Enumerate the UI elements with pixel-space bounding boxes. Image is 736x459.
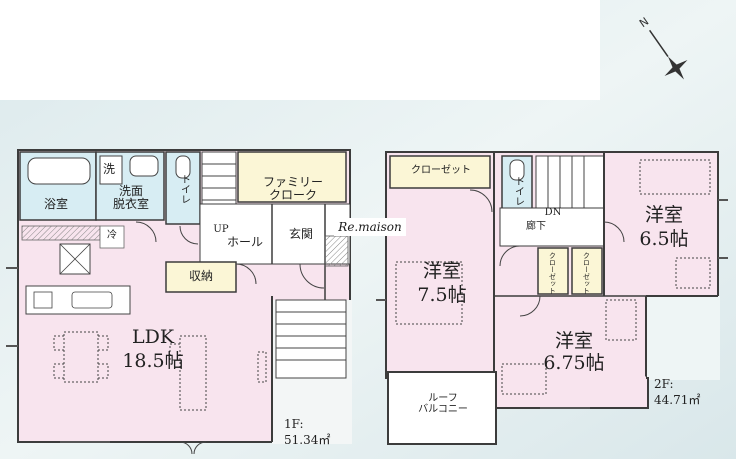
toilet-1f-label: トイレ xyxy=(178,174,190,204)
floor1-label: 1F: xyxy=(284,417,304,431)
small-closet-1-label: クローゼット xyxy=(548,252,557,294)
fridge-label: 冷 xyxy=(107,230,117,241)
room-a-size: 7.5帖 xyxy=(417,284,467,306)
compass-rose xyxy=(649,29,688,80)
roof-balcony-label: ルーフ バルコニー xyxy=(418,393,468,415)
entrance-label: 玄関 xyxy=(288,227,313,241)
brand-logo: Re.maison xyxy=(334,218,406,236)
stair-up-label: UP xyxy=(213,224,229,235)
ldk-label: LDK xyxy=(131,326,175,348)
small-closet-2-label: クローゼット xyxy=(582,252,591,294)
wash-machine-label: 洗 xyxy=(102,162,115,176)
room-c-size: 6.75帖 xyxy=(543,352,605,374)
toilet-2f-label: トイレ xyxy=(512,176,524,206)
corridor-label: 廊下 xyxy=(526,221,546,232)
hall-label: ホール xyxy=(226,235,263,249)
floor2-plan xyxy=(376,151,728,445)
closet-2f-label: クローゼット xyxy=(411,165,471,176)
room-a-label: 洋室 xyxy=(422,260,461,282)
floor2-area: 44.71㎡ xyxy=(654,393,701,407)
bath-label: 浴室 xyxy=(43,197,68,211)
room-b-label: 洋室 xyxy=(644,204,683,226)
floor2-label: 2F: xyxy=(654,377,674,391)
room-b-size: 6.5帖 xyxy=(639,228,689,250)
ldk-size: 18.5帖 xyxy=(122,350,184,372)
stair-down-label: DN xyxy=(544,207,562,218)
floor1-area: 51.34㎡ xyxy=(284,433,331,447)
family-cloak-label: ファミリー クローク xyxy=(262,175,323,202)
storage-label: 収納 xyxy=(188,269,213,283)
dressing-room-label: 洗面 脱衣室 xyxy=(112,184,149,211)
room-c-label: 洋室 xyxy=(554,330,593,352)
floor1-plan xyxy=(6,149,352,455)
